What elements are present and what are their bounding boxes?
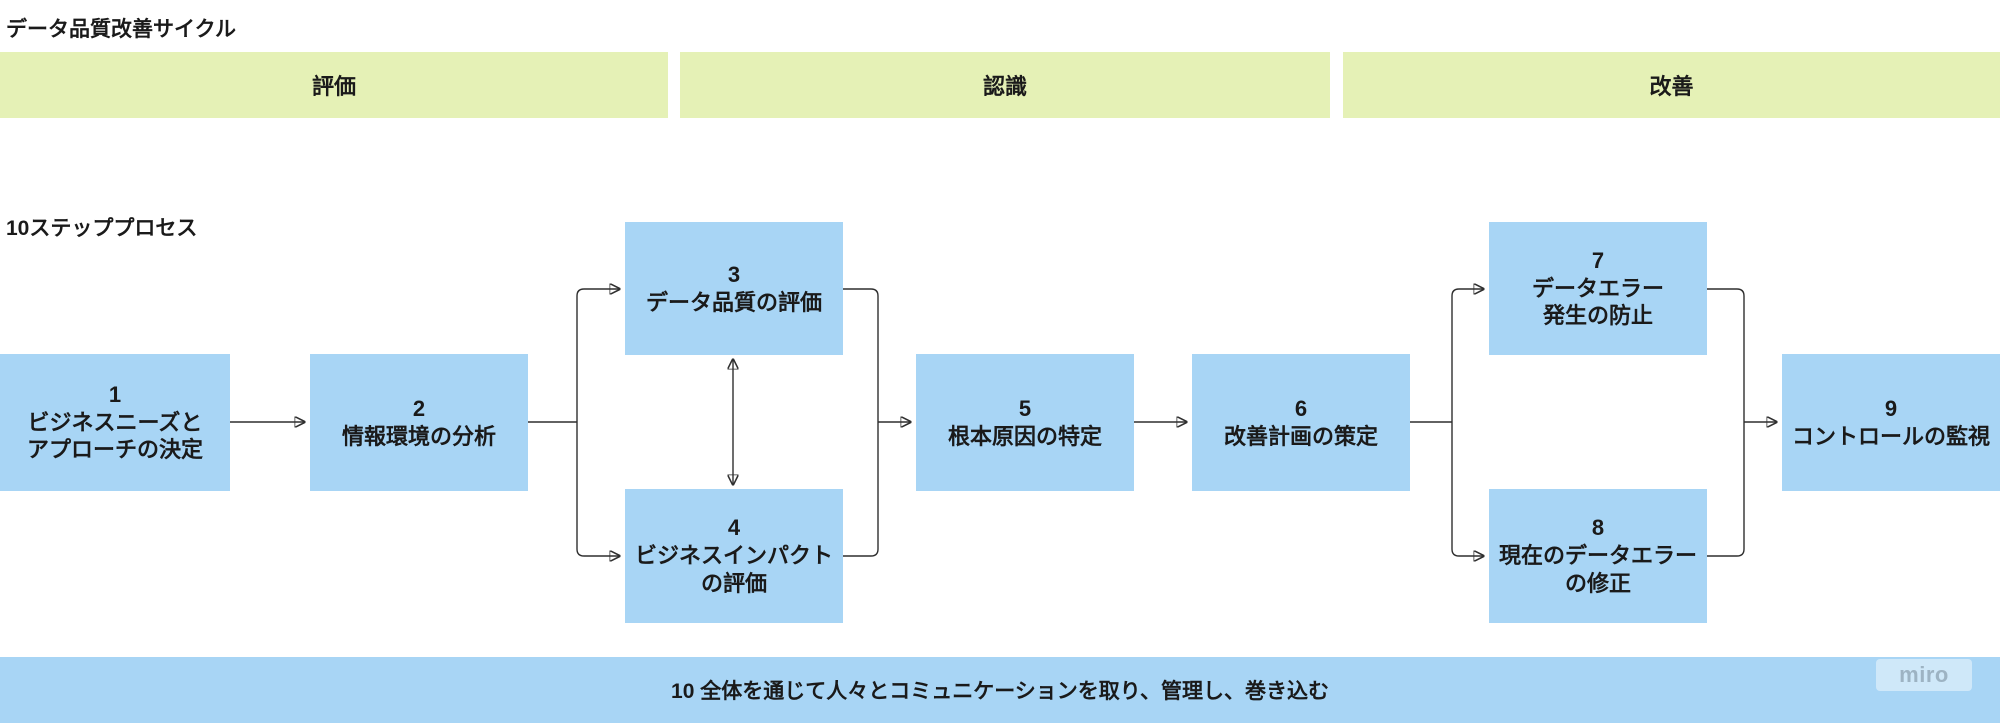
step-label: 情報環境の分析 [341,423,496,449]
step-label: ビジネスインパクト の評価 [634,543,833,596]
phase-bar-assessment: 評価 [0,52,668,118]
step-number: 6 [1294,395,1308,421]
step-box-1: 1 ビジネスニーズと アプローチの決定 [0,354,230,491]
step-number: 9 [1884,395,1898,421]
step-number: 5 [1018,395,1032,421]
step-box-8: 8 現在のデータエラー の修正 [1489,489,1707,623]
step-10-label: 10 全体を通じて人々とコミュニケーションを取り、管理し、巻き込む [671,680,1329,703]
phase-label: 認識 [982,74,1027,99]
miro-logo-text: miro [1899,662,1949,687]
step-label: データ品質の評価 [645,289,822,315]
phase-bar-improvement: 改善 [1343,52,2000,118]
step-box-4: 4 ビジネスインパクト の評価 [625,489,843,623]
step-label: コントロールの監視 [1791,423,1990,449]
process-subtitle: 10ステッププロセス [6,217,198,240]
step-number: 3 [727,261,741,287]
step-number: 7 [1591,247,1605,273]
phase-bar-awareness: 認識 [680,52,1330,118]
step-number: 4 [727,515,741,541]
phase-label: 改善 [1649,74,1694,99]
step-box-5: 5 根本原因の特定 [916,354,1134,491]
step-label: 現在のデータエラー の修正 [1498,543,1697,596]
arrow-2-to-4 [576,422,619,556]
merge-rail-3-4 [843,288,879,557]
step-box-9: 9 コントロールの監視 [1782,354,2000,491]
diagram-title: データ品質改善サイクル [6,18,236,41]
arrow-2-to-3 [576,289,619,422]
step-box-3: 3 データ品質の評価 [625,222,843,355]
step-box-7: 7 データエラー 発生の防止 [1489,222,1707,355]
step-box-2: 2 情報環境の分析 [310,354,528,491]
miro-logo-badge[interactable]: miro [1876,659,1972,691]
phase-label: 評価 [311,74,356,99]
arrow-6-to-8 [1451,422,1483,556]
step-number: 2 [412,395,426,421]
step-label: ビジネスニーズと アプローチの決定 [26,409,203,463]
step-number: 1 [108,381,122,407]
step-label: 改善計画の策定 [1223,423,1378,449]
step-number: 8 [1591,515,1605,541]
step-label: 根本原因の特定 [947,423,1102,449]
arrow-6-to-7 [1451,289,1483,422]
merge-rail-7-8 [1705,288,1745,557]
step-10-bar: 10 全体を通じて人々とコミュニケーションを取り、管理し、巻き込む [0,657,2000,723]
step-box-6: 6 改善計画の策定 [1192,354,1410,491]
step-label: データエラー 発生の防止 [1531,275,1664,329]
